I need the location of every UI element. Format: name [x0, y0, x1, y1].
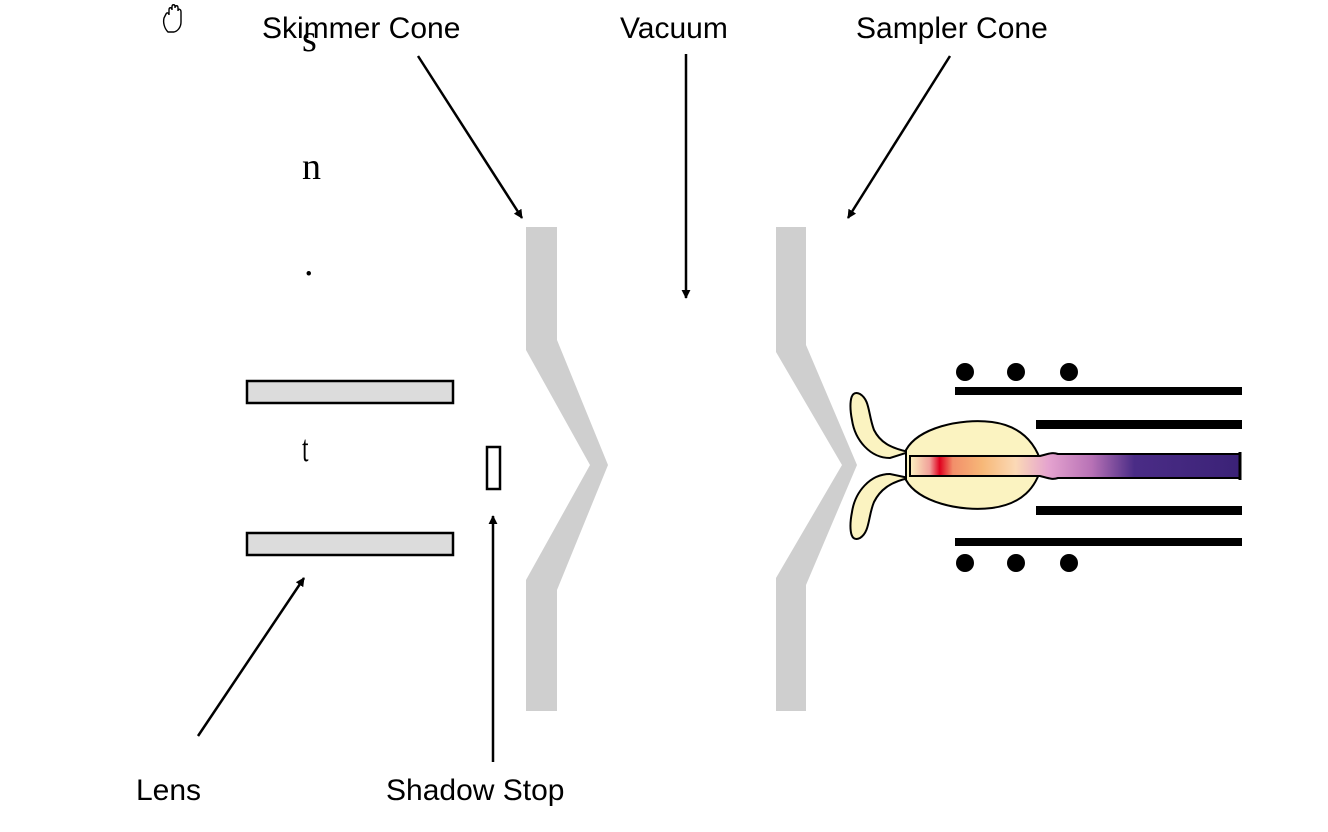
lens-label: Lens — [136, 774, 202, 807]
lens-arrow — [196, 577, 306, 737]
coil-dot — [1007, 554, 1025, 572]
shadow-stop — [485, 445, 502, 491]
torch-tube-outer-top — [955, 387, 1242, 395]
skimmer-cone-arrow — [416, 55, 524, 219]
coil-dot — [956, 554, 974, 572]
coil-dot — [1060, 554, 1078, 572]
hand-icon — [162, 4, 182, 33]
coil-dot — [1060, 363, 1078, 381]
coil-dot — [956, 363, 974, 381]
lens-plate-lower — [245, 531, 455, 557]
torch-tube-outer-bottom — [955, 538, 1242, 546]
clipped-text-1: s — [302, 18, 317, 60]
sampler-cone-arrow — [846, 55, 952, 219]
clipped-text-3: . — [304, 242, 314, 284]
clipped-text-2: n — [302, 146, 321, 188]
sampler-cone — [776, 227, 857, 711]
plasma-lower-wing — [849, 472, 910, 541]
skimmer-cone-label: Skimmer Cone — [262, 12, 461, 45]
plasma-central-channel — [909, 452, 1241, 480]
lens-plate-upper — [245, 379, 455, 405]
shadow-stop-label: Shadow Stop — [386, 774, 565, 807]
sampler-cone-label: Sampler Cone — [856, 12, 1048, 45]
coil-dot — [1007, 363, 1025, 381]
clipped-text-4: t — [302, 428, 309, 470]
torch-tube-inner-bottom — [1036, 506, 1242, 515]
torch-tube-inner-top — [1036, 420, 1242, 429]
vacuum-label: Vacuum — [620, 12, 728, 45]
plasma-upper-wing — [849, 391, 913, 460]
skimmer-cone — [526, 227, 608, 711]
